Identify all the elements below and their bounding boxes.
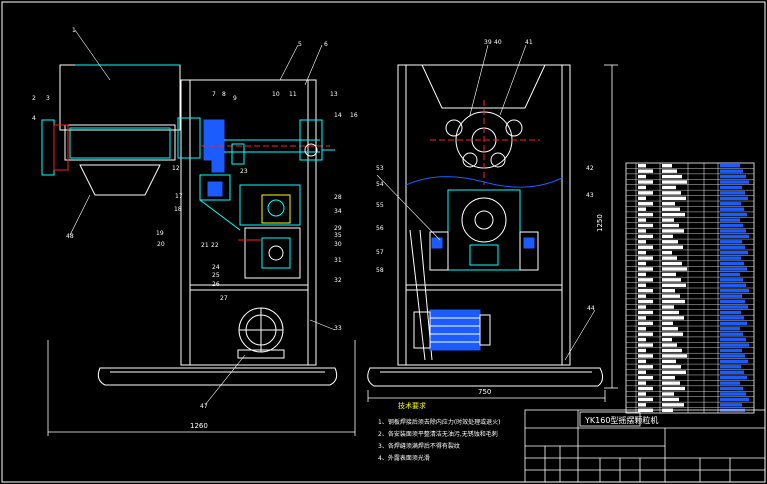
svg-text:20: 20	[157, 241, 165, 248]
svg-text:39: 39	[484, 39, 492, 46]
svg-text:5: 5	[298, 41, 302, 48]
dimension-lines	[47, 64, 618, 436]
svg-text:10: 10	[272, 91, 280, 98]
title-block	[524, 409, 766, 483]
tech-req-3: 3、各焊缝须满焊后不得有裂纹	[378, 442, 460, 450]
svg-text:2: 2	[32, 95, 36, 102]
svg-text:33: 33	[334, 325, 342, 332]
tech-req-1: 1、钢板焊接后须去除内应力(时效处理或退火)	[378, 418, 501, 426]
svg-text:9: 9	[233, 95, 237, 102]
svg-text:57: 57	[376, 249, 384, 256]
svg-text:26: 26	[212, 281, 220, 288]
front-view	[41, 64, 338, 386]
svg-text:22: 22	[211, 242, 219, 249]
svg-text:30: 30	[334, 241, 342, 248]
dim-front-width: 1260	[190, 422, 208, 430]
svg-text:25: 25	[212, 272, 220, 279]
svg-text:31: 31	[334, 257, 342, 264]
svg-text:1: 1	[72, 27, 76, 34]
svg-text:54: 54	[376, 181, 384, 188]
svg-text:24: 24	[212, 264, 220, 271]
svg-text:23: 23	[240, 168, 248, 175]
tech-req-title: 技术要求	[398, 401, 426, 410]
svg-text:4: 4	[32, 115, 36, 122]
svg-text:19: 19	[156, 230, 164, 237]
parts-list-table	[625, 162, 755, 414]
svg-text:40: 40	[494, 39, 502, 46]
dim-side-width: 750	[478, 388, 491, 396]
svg-text:6: 6	[324, 41, 328, 48]
svg-text:7: 7	[212, 91, 216, 98]
svg-text:8: 8	[222, 91, 226, 98]
svg-text:29: 29	[334, 225, 342, 232]
svg-text:28: 28	[334, 194, 342, 201]
svg-text:42: 42	[586, 165, 594, 172]
svg-text:17: 17	[175, 193, 183, 200]
svg-text:41: 41	[525, 39, 533, 46]
svg-text:43: 43	[586, 192, 594, 199]
svg-text:13: 13	[330, 91, 338, 98]
leader-lines	[69, 29, 596, 406]
drawing-title: YK160型摇摆颗粒机	[584, 415, 658, 425]
svg-text:27: 27	[220, 295, 228, 302]
svg-text:34: 34	[334, 208, 342, 215]
svg-text:14: 14	[334, 112, 342, 119]
svg-text:56: 56	[376, 225, 384, 232]
side-view	[367, 64, 604, 387]
svg-text:35: 35	[334, 232, 342, 239]
svg-text:55: 55	[376, 202, 384, 209]
svg-text:3: 3	[46, 95, 50, 102]
svg-text:48: 48	[66, 233, 74, 240]
tech-req-2: 2、各安装面须平整清洁无油污,无锈蚀和毛刺	[378, 430, 498, 438]
svg-text:11: 11	[289, 91, 297, 98]
svg-text:47: 47	[200, 403, 208, 410]
svg-text:16: 16	[350, 112, 358, 119]
tech-req-4: 4、外露表面须光滑	[378, 454, 430, 462]
svg-text:18: 18	[174, 206, 182, 213]
dim-height: 1250	[596, 214, 604, 232]
svg-text:12: 12	[172, 165, 180, 172]
svg-text:44: 44	[587, 305, 595, 312]
svg-text:53: 53	[376, 165, 384, 172]
svg-text:21: 21	[201, 242, 209, 249]
svg-text:32: 32	[334, 277, 342, 284]
svg-text:58: 58	[376, 267, 384, 274]
